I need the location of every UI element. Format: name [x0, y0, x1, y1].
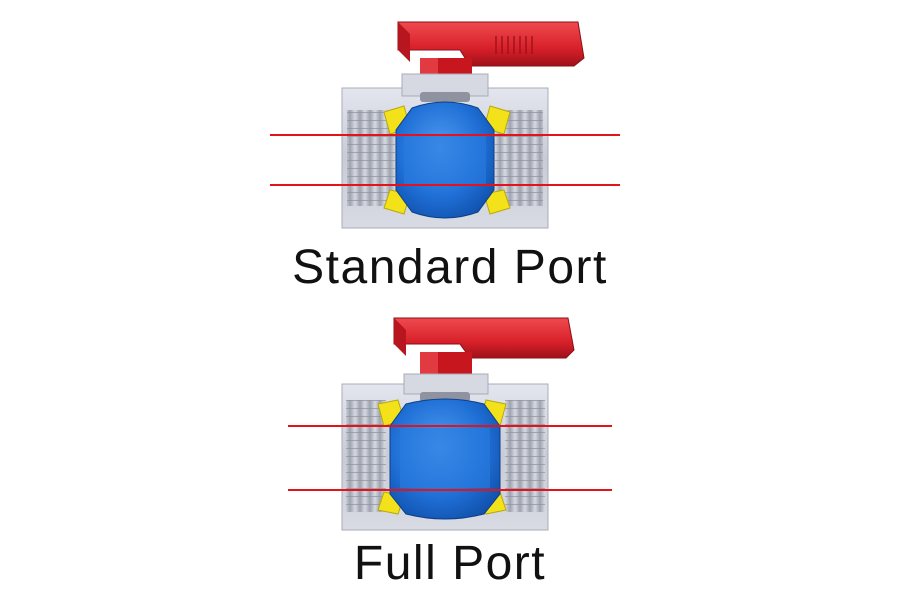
- valve-ball: [395, 101, 495, 219]
- full-port-valve: [288, 317, 612, 531]
- flow-lines: [288, 425, 612, 491]
- valve-ball: [389, 398, 501, 520]
- full-port-caption: Full Port: [353, 537, 547, 590]
- standard-port-valve: [270, 21, 620, 229]
- standard-port-caption: Standard Port: [292, 241, 608, 294]
- valve-handle: [393, 317, 575, 392]
- flow-lines: [270, 134, 620, 186]
